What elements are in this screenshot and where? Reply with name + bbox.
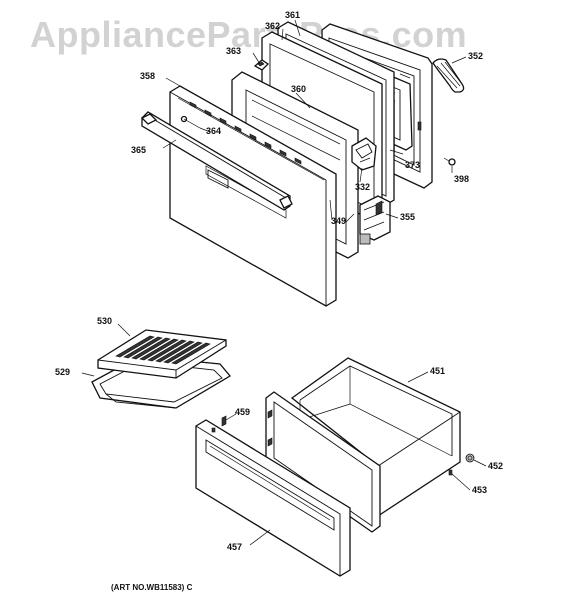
part-355-hinge bbox=[359, 195, 391, 245]
label-459: 459 bbox=[235, 407, 251, 417]
label-530: 530 bbox=[97, 316, 113, 326]
label-349: 349 bbox=[331, 216, 347, 226]
label-363: 363 bbox=[226, 46, 242, 56]
label-352: 352 bbox=[468, 51, 484, 61]
label-364: 364 bbox=[206, 126, 222, 136]
part-459-screw bbox=[221, 415, 227, 427]
label-332: 332 bbox=[355, 182, 371, 192]
part-452-bumper bbox=[465, 453, 475, 463]
label-361: 361 bbox=[285, 10, 301, 20]
part-drawer-front-panel bbox=[265, 391, 381, 533]
part-332-bracket bbox=[351, 137, 377, 171]
part-530-broil-grid bbox=[97, 329, 227, 379]
leader-lines-lower-left bbox=[81, 323, 131, 377]
part-457-drawer-front bbox=[195, 419, 351, 577]
part-363-clip bbox=[253, 59, 270, 71]
label-362: 362 bbox=[265, 21, 281, 31]
label-529: 529 bbox=[55, 367, 71, 377]
label-451: 451 bbox=[430, 366, 446, 376]
part-365-handle bbox=[140, 111, 293, 211]
label-452: 452 bbox=[488, 461, 504, 471]
label-398: 398 bbox=[454, 174, 470, 184]
part-364-screw bbox=[180, 115, 201, 129]
leader-lines-lower-right bbox=[225, 371, 487, 546]
part-398-screw bbox=[443, 157, 456, 166]
label-358: 358 bbox=[140, 71, 156, 81]
label-457: 457 bbox=[227, 542, 243, 552]
leader-lines-upper bbox=[162, 19, 467, 223]
part-453-screw bbox=[448, 469, 453, 476]
label-373: 373 bbox=[405, 160, 421, 170]
label-360: 360 bbox=[291, 84, 307, 94]
label-453: 453 bbox=[472, 485, 488, 495]
part-352-gasket bbox=[432, 58, 465, 93]
label-365: 365 bbox=[131, 145, 147, 155]
label-355: 355 bbox=[400, 212, 416, 222]
art-number: (ART NO.WB11583) C bbox=[111, 583, 193, 592]
